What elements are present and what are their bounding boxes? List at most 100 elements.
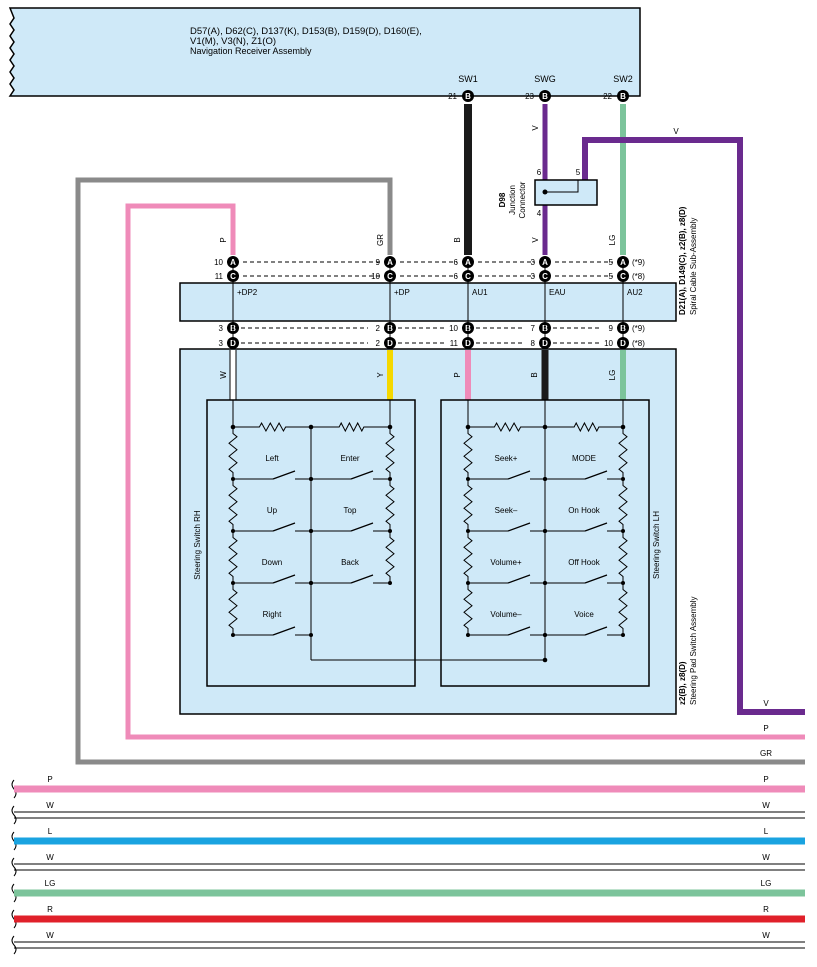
pad-name: Steering Pad Switch Assembly bbox=[689, 597, 698, 706]
row-a-pin-1 bbox=[227, 256, 239, 268]
bottom-wire-label-right-6: R bbox=[763, 905, 769, 914]
row-c-num-1: 10 bbox=[371, 272, 380, 281]
bottom-wire-label-right-3: L bbox=[764, 827, 769, 836]
pin-num-sw1: 21 bbox=[448, 92, 457, 101]
bottom-wire-label-right-1: P bbox=[763, 775, 768, 784]
row-d-num-2: 2 bbox=[376, 339, 381, 348]
junction-dot bbox=[542, 189, 548, 195]
terminal-sw2-label: SW2 bbox=[613, 74, 633, 84]
spiral-bottom-stubs bbox=[232, 321, 624, 343]
row-b-num-3: 10 bbox=[449, 324, 458, 333]
switch-volume-minus: Volume– bbox=[490, 610, 522, 619]
row-a-left-num: 10 bbox=[214, 258, 223, 267]
receiver-codes-line2: V1(M), V3(N), Z1(O) bbox=[190, 36, 276, 47]
term-au1: AU1 bbox=[472, 288, 488, 297]
row-d-letter-2: D bbox=[387, 339, 393, 348]
row-c-num-3: 3 bbox=[531, 272, 536, 281]
lh-sw-voice-node-a bbox=[543, 633, 547, 637]
junction-pin-in: 6 bbox=[537, 168, 542, 177]
row-a-letter-1: A bbox=[230, 258, 236, 267]
rh-res-l3 bbox=[228, 531, 238, 583]
pin-sw1 bbox=[462, 90, 474, 102]
lh-res-r2 bbox=[618, 479, 628, 531]
row-c-pin-5 bbox=[617, 270, 629, 282]
row-d-letter-3: D bbox=[465, 339, 471, 348]
rh-sw-back-blade bbox=[350, 574, 374, 584]
pin-letter-sw1: B bbox=[465, 92, 471, 101]
pin-sw2 bbox=[617, 90, 629, 102]
row-c-letter-3: C bbox=[465, 272, 471, 281]
lh-common-node bbox=[542, 657, 548, 663]
terminal-sw1-label: SW1 bbox=[458, 74, 478, 84]
row-c-num-4: 5 bbox=[609, 272, 614, 281]
receiver-codes-line1: D57(A), D62(C), D137(K), D153(B), D159(D… bbox=[190, 26, 422, 37]
lh-sw-volume-minus-blade bbox=[507, 626, 531, 636]
switch-voice: Voice bbox=[574, 610, 594, 619]
pin-swg bbox=[539, 90, 551, 102]
switch-lh-label: Steering Switch LH bbox=[652, 511, 661, 579]
row-d-letter-4: D bbox=[542, 339, 548, 348]
wire-gray bbox=[75, 177, 805, 765]
row-d-letter-5: D bbox=[620, 339, 626, 348]
lh-sw-on-hook-node-b bbox=[621, 529, 625, 533]
switch-right: Right bbox=[263, 610, 282, 619]
bottom-wire-label-right-4: W bbox=[762, 853, 770, 862]
row-b-num-2: 2 bbox=[376, 324, 381, 333]
label-violet-long: V bbox=[673, 127, 679, 136]
rh-res-l4 bbox=[228, 583, 238, 635]
switch-on-hook: On Hook bbox=[568, 506, 601, 515]
rh-sw-right-blade bbox=[272, 626, 296, 636]
row-d-letter-1: D bbox=[230, 339, 236, 348]
spiral-pins: A10AAAAC11CCCC9635(*9)10635(*8)B3B2B10B7… bbox=[214, 256, 645, 349]
rh-sw-right-node-a bbox=[231, 633, 235, 637]
lh-sw-seek-minus-blade bbox=[507, 522, 531, 532]
row-c-left-num: 11 bbox=[215, 272, 224, 281]
spiral-codes: D21(A), D149(C), z2(B), z8(D) bbox=[678, 206, 687, 315]
row-c-letter-2: C bbox=[387, 272, 393, 281]
junction-bridge bbox=[545, 180, 579, 193]
row-a-letter-2: A bbox=[387, 258, 393, 267]
rh-sw-left-blade bbox=[272, 470, 296, 480]
rh-res-l1 bbox=[228, 427, 238, 479]
row-d-num-3: 11 bbox=[450, 339, 459, 348]
rh-sw-up-node-a bbox=[231, 529, 235, 533]
pad-codes: z2(B), z8(D) bbox=[678, 661, 687, 705]
row-d-suffix: (*8) bbox=[632, 339, 645, 348]
lh-sw-volume-plus-node-a bbox=[466, 581, 470, 585]
lh-sw-volume-plus-blade bbox=[507, 574, 531, 584]
rh-res-l2 bbox=[228, 479, 238, 531]
row-b-num-1: 3 bbox=[219, 324, 224, 333]
row-c-pin-1 bbox=[227, 270, 239, 282]
row-c-pin-4 bbox=[539, 270, 551, 282]
rh-sw-top-node-b bbox=[388, 529, 392, 533]
row-b-num-4: 7 bbox=[531, 324, 536, 333]
lh-res-top-2 bbox=[570, 421, 603, 433]
right-label-p: P bbox=[763, 724, 768, 733]
row-d-num-4: 8 bbox=[531, 339, 536, 348]
receiver-box bbox=[8, 7, 641, 97]
bottom-wire-label-right-7: W bbox=[762, 931, 770, 940]
bottom-wire-break-2 bbox=[11, 805, 17, 825]
bottom-wire-label-left-1: P bbox=[47, 775, 52, 784]
row-a-pin-3 bbox=[462, 256, 474, 268]
lh-res-l4 bbox=[463, 583, 473, 635]
row-a-letter-3: A bbox=[465, 258, 471, 267]
junction-code: D98 bbox=[498, 192, 507, 207]
row-a-letter-5: A bbox=[620, 258, 626, 267]
label-gray-top: GR bbox=[376, 234, 385, 246]
spiral-name: Spiral Cable Sub-Assembly bbox=[689, 218, 698, 315]
label-bot-3: P bbox=[453, 372, 462, 377]
upper-wire-labels: B V V LG V P GR bbox=[219, 125, 679, 246]
lh-node-tm bbox=[542, 424, 548, 430]
right-wire-labels: V P GR bbox=[760, 699, 772, 758]
rh-sw-left-node-a bbox=[231, 477, 235, 481]
lh-sw-seek-plus-node-a bbox=[466, 477, 470, 481]
lh-res-r3 bbox=[618, 531, 628, 583]
spiral-box bbox=[179, 282, 677, 322]
label-bot-4: B bbox=[530, 372, 539, 377]
switch-seek-plus: Seek+ bbox=[495, 454, 518, 463]
row-a-pin-2 bbox=[384, 256, 396, 268]
lh-res-l1 bbox=[463, 427, 473, 479]
